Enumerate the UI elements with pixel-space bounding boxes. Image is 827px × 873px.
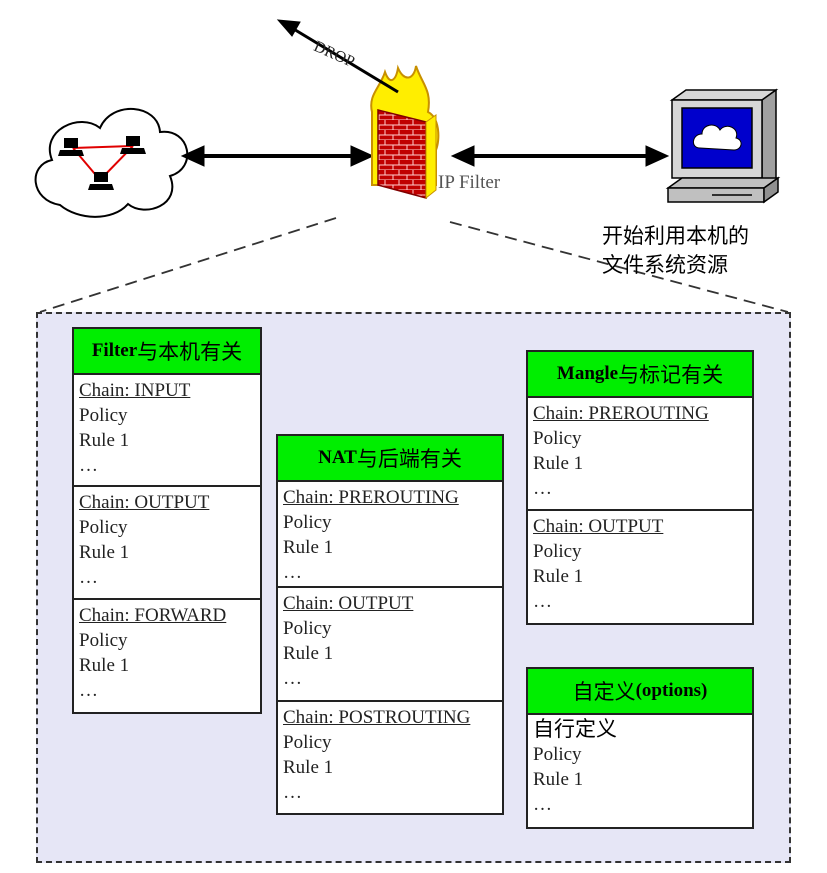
chain-policy: Policy <box>283 618 332 639</box>
chain-block: Chain: PREROUTING Policy Rule 1 … <box>278 482 502 588</box>
internet-cloud-icon <box>34 107 189 218</box>
pc-caption-line2: 文件系统资源 <box>602 253 728 277</box>
chain-block: Chain: PREROUTING Policy Rule 1 … <box>528 398 752 511</box>
chain-policy: Policy <box>533 541 582 562</box>
chain-policy: Policy <box>533 428 582 449</box>
chain-name: Chain: FORWARD <box>79 605 227 626</box>
chain-name: Chain: PREROUTING <box>533 403 709 424</box>
chain-name: Chain: POSTROUTING <box>283 707 471 728</box>
chain-name: 自行定义 <box>533 717 617 741</box>
drop-arrow <box>276 19 399 94</box>
chain-policy: Policy <box>283 512 332 533</box>
firewall-icon <box>370 64 440 200</box>
filter-header-bold: Filter <box>91 340 138 361</box>
nat-table: NAT 与后端有关 Chain: PREROUTING Policy Rule … <box>276 434 504 815</box>
nat-header-bold: NAT <box>318 447 357 468</box>
mangle-header-bold: Mangle <box>556 363 619 384</box>
chain-rule: Rule 1 <box>79 430 130 451</box>
chain-rule: Rule 1 <box>533 453 584 474</box>
chain-rule: Rule 1 <box>79 655 130 676</box>
chain-rule: Rule 1 <box>283 757 334 778</box>
chain-more: … <box>283 782 302 803</box>
chain-block: Chain: POSTROUTING Policy Rule 1 … <box>278 702 502 813</box>
mangle-table: Mangle 与标记有关 Chain: PREROUTING Policy Ru… <box>526 350 754 625</box>
custom-table-header: 自定义 (options) <box>528 669 752 715</box>
chain-policy: Policy <box>79 405 128 426</box>
chain-more: … <box>79 680 98 701</box>
zoom-line-left <box>39 217 337 313</box>
custom-table: 自定义 (options) 自行定义 Policy Rule 1 … <box>526 667 754 829</box>
chain-policy: Policy <box>79 630 128 651</box>
pc-caption: 开始利用本机的 文件系统资源 <box>602 222 802 280</box>
chain-policy: Policy <box>533 744 582 765</box>
ip-filter-label: IP Filter <box>438 172 501 193</box>
chain-more: … <box>79 567 98 588</box>
chain-name: Chain: OUTPUT <box>283 593 414 614</box>
chain-rule: Rule 1 <box>79 542 130 563</box>
laptop-icon <box>120 136 146 154</box>
chain-rule: Rule 1 <box>533 566 584 587</box>
chain-more: … <box>283 562 302 583</box>
chain-policy: Policy <box>79 517 128 538</box>
chain-name: Chain: PREROUTING <box>283 487 459 508</box>
chain-block: 自行定义 Policy Rule 1 … <box>528 715 752 827</box>
chain-more: … <box>533 794 552 815</box>
nat-header-text: 与后端有关 <box>356 447 462 471</box>
chain-block: Chain: OUTPUT Policy Rule 1 … <box>74 487 260 600</box>
chain-rule: Rule 1 <box>283 537 334 558</box>
chain-more: … <box>533 591 552 612</box>
chain-block: Chain: OUTPUT Policy Rule 1 … <box>528 511 752 623</box>
nat-table-header: NAT 与后端有关 <box>278 436 502 482</box>
bidirectional-arrow-left <box>180 145 375 167</box>
chain-name: Chain: OUTPUT <box>79 492 210 513</box>
desktop-computer-icon <box>665 88 781 204</box>
laptop-icon <box>88 172 114 190</box>
custom-header-text: 自定义 <box>572 680 636 704</box>
mangle-header-text: 与标记有关 <box>618 363 724 387</box>
mangle-table-header: Mangle 与标记有关 <box>528 352 752 398</box>
chain-policy: Policy <box>283 732 332 753</box>
custom-header-bold: (options) <box>635 680 708 701</box>
chain-name: Chain: OUTPUT <box>533 516 664 537</box>
chain-block: Chain: OUTPUT Policy Rule 1 … <box>278 588 502 702</box>
chain-more: … <box>283 668 302 689</box>
bidirectional-arrow-right <box>450 145 670 167</box>
chain-block: Chain: INPUT Policy Rule 1 … <box>74 375 260 487</box>
chain-more: … <box>533 478 552 499</box>
laptop-icon <box>58 138 84 156</box>
chain-rule: Rule 1 <box>533 769 584 790</box>
chain-block: Chain: FORWARD Policy Rule 1 … <box>74 600 260 712</box>
filter-header-text: 与本机有关 <box>137 340 243 364</box>
chain-more: … <box>79 455 98 476</box>
chain-name: Chain: INPUT <box>79 380 191 401</box>
chain-rule: Rule 1 <box>283 643 334 664</box>
pc-caption-line1: 开始利用本机的 <box>602 224 749 248</box>
zoom-line-right <box>449 221 789 313</box>
